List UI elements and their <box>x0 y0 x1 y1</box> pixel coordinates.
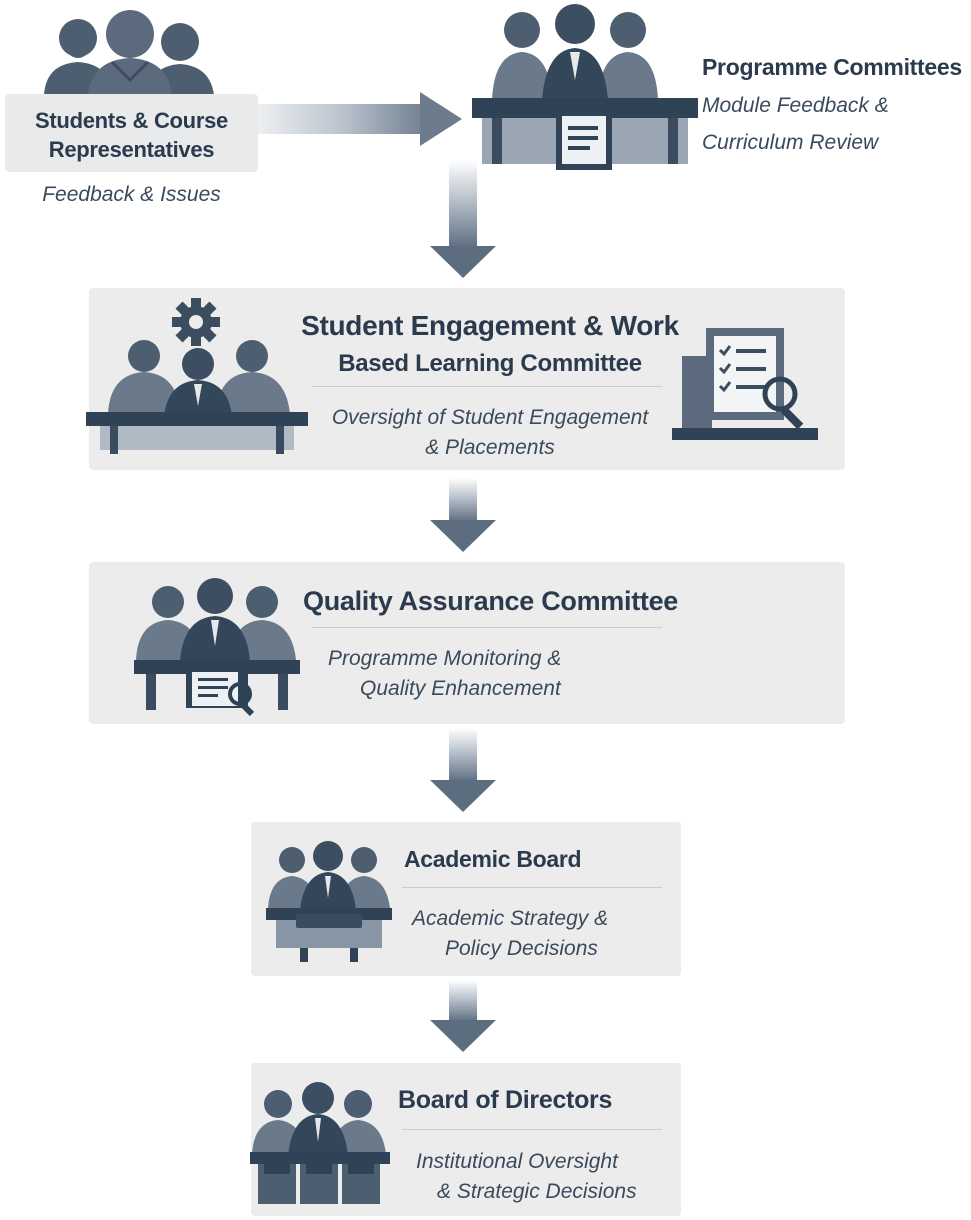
students-node: Students & Course Representatives Feedba… <box>0 0 260 220</box>
quality-committee-icon <box>134 578 300 717</box>
engagement-subtitle-line1: Oversight of Student Engagement <box>331 406 649 429</box>
engagement-title-line2: Based Learning Committee <box>338 350 642 377</box>
academic-subtitle-line1: Academic Strategy & <box>412 907 609 930</box>
engagement-committee-icon <box>86 298 308 454</box>
directors-subtitle-line2: & Strategic Decisions <box>437 1180 637 1203</box>
quality-divider <box>312 627 662 628</box>
students-title-line1: Students & Course <box>35 108 228 133</box>
quality-subtitle-line2: Quality Enhancement <box>360 677 561 700</box>
engagement-divider <box>312 386 662 387</box>
engagement-subtitle-line2: & Placements <box>425 436 555 459</box>
academic-title: Academic Board <box>404 846 582 872</box>
students-title-line2: Representatives <box>48 137 215 162</box>
programme-subtitle-line1: Module Feedback & <box>702 94 889 117</box>
academic-subtitle-line2: Policy Decisions <box>445 937 598 960</box>
programme-node: Programme Committees Module Feedback & C… <box>470 0 971 180</box>
board-of-directors-icon <box>250 1082 390 1204</box>
quality-subtitle-line1: Programme Monitoring & <box>328 647 562 670</box>
quality-title: Quality Assurance Committee <box>303 586 679 616</box>
directors-divider <box>402 1129 662 1130</box>
committee-table-icon <box>472 4 698 170</box>
students-subtitle: Feedback & Issues <box>42 183 221 206</box>
directors-subtitle-line1: Institutional Oversight <box>416 1150 618 1173</box>
programme-title: Programme Committees <box>702 54 962 80</box>
students-group-icon <box>44 10 214 95</box>
students-label-panel <box>5 94 258 172</box>
directors-title: Board of Directors <box>398 1086 613 1114</box>
academic-divider <box>402 887 662 888</box>
programme-subtitle-line2: Curriculum Review <box>702 131 879 154</box>
checklist-search-icon <box>672 328 818 440</box>
academic-board-icon <box>266 841 392 962</box>
engagement-title-line1: Student Engagement & Work <box>301 310 679 341</box>
